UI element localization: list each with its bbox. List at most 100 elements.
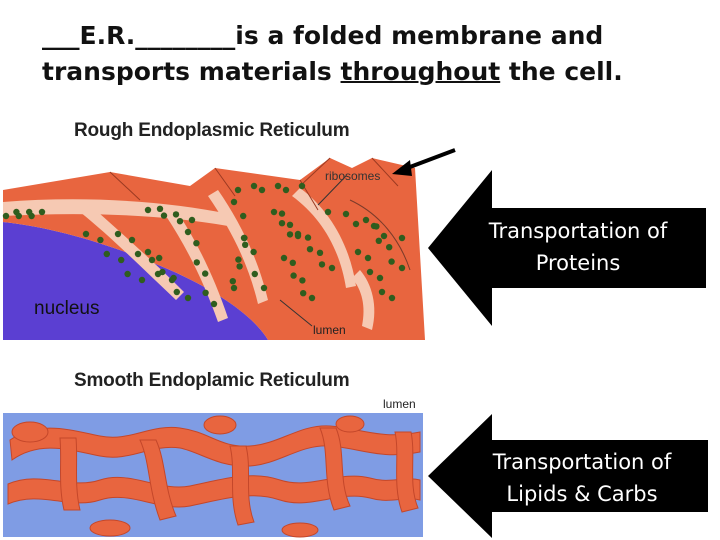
- lumen-channel: [3, 199, 230, 226]
- ribosome-dot: [278, 210, 286, 217]
- ribosome-dot: [375, 237, 382, 244]
- smooth-lumen-label: lumen: [383, 397, 416, 411]
- smooth-er-tubules: [7, 415, 421, 538]
- ribosome-dot: [308, 294, 316, 302]
- ribosome-dot: [289, 259, 296, 266]
- ribosome-dot: [124, 270, 131, 278]
- proteins-arrow-line-1: Transportation of: [488, 219, 668, 243]
- ribosome-dot: [352, 220, 360, 228]
- ribosome-dot: [156, 205, 164, 212]
- headline-line-2: transports materials throughout the cell…: [42, 54, 702, 90]
- ribosome-dot: [202, 270, 209, 277]
- ribosome-dot: [229, 278, 236, 285]
- ribosome-dot: [235, 256, 242, 263]
- ribosome-dot: [148, 256, 156, 264]
- proteins-arrow: [428, 170, 706, 326]
- ribosome-dot: [193, 240, 200, 247]
- ribosome-dot: [299, 277, 306, 284]
- headline-text-2: transports materials: [42, 57, 332, 86]
- ribosome-dot: [2, 212, 10, 220]
- ribosome-dot: [366, 268, 374, 276]
- ribosome-dot: [234, 186, 242, 194]
- ribosome-dot: [138, 276, 146, 284]
- ribosome-dot: [144, 206, 152, 214]
- ribosome-dot: [240, 212, 247, 220]
- ribosome-dot: [354, 248, 362, 256]
- ribosome-dot: [286, 231, 294, 238]
- headline-text-1: is a folded membrane and: [235, 21, 604, 50]
- smooth-er-title: Smooth Endoplamic Reticulum: [74, 370, 350, 391]
- ribosome-dot: [306, 246, 314, 253]
- ribosome-dot: [373, 223, 380, 230]
- ribosome-dot: [280, 254, 288, 262]
- ribosome-dot: [290, 272, 297, 279]
- ribosome-dot: [318, 261, 326, 268]
- er-term: E.R.: [79, 21, 136, 50]
- ribosome-dot: [242, 241, 249, 248]
- lumen-channel: [292, 188, 356, 288]
- smooth-er-illustration: lumen: [3, 397, 423, 538]
- headline-text-3: the cell.: [508, 57, 623, 86]
- ribosome-dot: [28, 212, 35, 220]
- proteins-arrow-text: Transportation of Proteins: [470, 215, 686, 279]
- lipids-arrow-text: Transportation of Lipids & Carbs: [474, 446, 690, 510]
- ribosome-dot: [342, 210, 350, 218]
- proteins-arrow-line-2: Proteins: [535, 251, 621, 275]
- ribosome-dot: [380, 232, 388, 240]
- ribosome-dot: [103, 250, 111, 258]
- ribosome-dot: [160, 212, 168, 219]
- ribosome-dot: [324, 208, 332, 216]
- ribosome-dot: [300, 290, 307, 297]
- ribosome-dot: [251, 270, 258, 278]
- lumen-channel: [352, 270, 375, 330]
- ribosome-dots: [2, 182, 406, 308]
- ribosome-dot: [298, 182, 306, 190]
- ribosome-dot: [128, 236, 136, 244]
- headline-line-1: ___E.R.________is a folded membrane and: [42, 18, 702, 54]
- lipids-arrow-line-1: Transportation of: [492, 450, 672, 474]
- headline-underlined-word: throughout: [340, 57, 501, 86]
- ribosome-dot: [378, 288, 386, 296]
- ribosome-dot: [316, 249, 324, 256]
- ribosome-dot: [202, 289, 209, 296]
- ribosome-dot: [144, 248, 152, 256]
- ribosome-dot: [188, 216, 196, 224]
- ribosome-dot: [260, 284, 268, 292]
- ribosome-dot: [250, 248, 257, 256]
- ribosome-dot: [282, 186, 290, 194]
- headline: ___E.R.________is a folded membrane and …: [42, 18, 702, 90]
- ribosome-dot: [97, 236, 104, 244]
- ribosome-dot: [236, 263, 243, 270]
- lipids-arrow-line-2: Lipids & Carbs: [506, 482, 658, 506]
- ribosomes-label: ribosomes: [325, 169, 380, 183]
- rough-lumen-label: lumen: [313, 323, 346, 337]
- ribosome-dot: [398, 264, 406, 272]
- ribosome-dot: [134, 250, 142, 258]
- ribosome-dot: [250, 182, 258, 190]
- ribosome-dot: [15, 212, 22, 220]
- ribosome-dot: [286, 221, 294, 228]
- ribosome-dot: [278, 220, 286, 227]
- ribosome-dot: [364, 254, 372, 262]
- ribosome-dot: [388, 294, 396, 302]
- ribosome-dot: [210, 300, 218, 308]
- rough-er-illustration: ribosomes nucleus lumen: [2, 148, 456, 340]
- nucleus-label: nucleus: [34, 298, 100, 319]
- ribosome-dot: [274, 182, 282, 190]
- ribosome-dot: [172, 211, 180, 218]
- lumen-channel: [166, 210, 228, 322]
- ribosome-dot: [193, 259, 200, 266]
- ribosome-dot: [184, 228, 192, 236]
- ribosome-dot: [170, 274, 177, 282]
- ribosome-dot: [156, 254, 163, 262]
- ribosome-dot: [376, 274, 384, 282]
- ribosome-dot: [270, 208, 278, 216]
- ribosome-dot: [304, 234, 312, 241]
- ribosome-dot: [294, 230, 302, 238]
- ribosome-dot: [159, 268, 166, 276]
- rough-er-title: Rough Endoplasmic Reticulum: [74, 120, 350, 141]
- ribosome-dot: [388, 258, 395, 265]
- ribosome-dot: [38, 208, 46, 216]
- ribosome-dot: [82, 230, 90, 238]
